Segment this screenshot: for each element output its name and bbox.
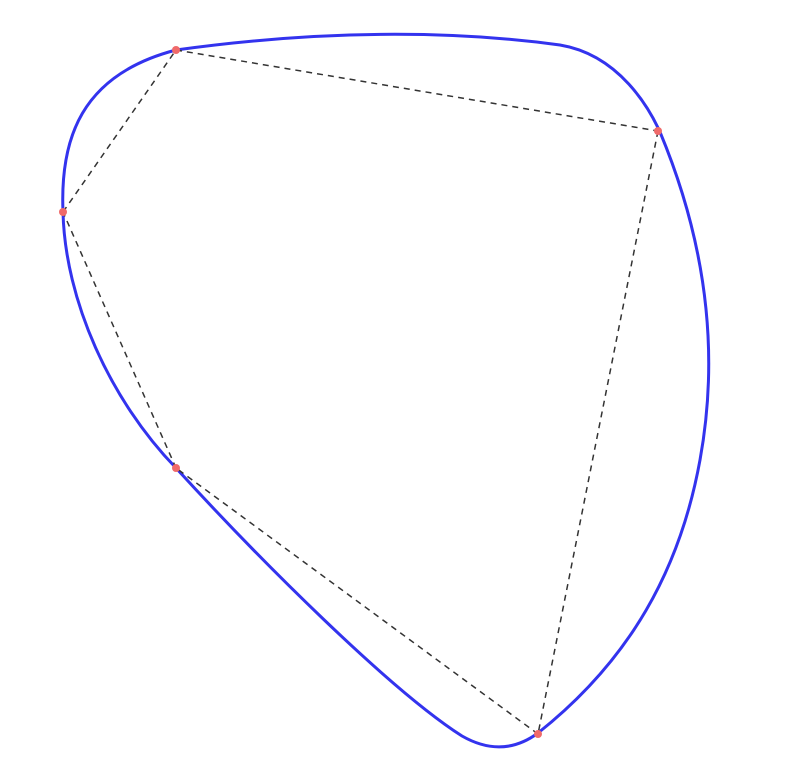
vertex-point: [654, 127, 662, 135]
vertex-point: [59, 208, 67, 216]
polygon-edge: [175, 49, 659, 132]
polygon-edge: [175, 467, 539, 735]
vertex-point: [172, 464, 180, 472]
vertex-point: [534, 730, 542, 738]
vertex-point: [172, 46, 180, 54]
polygon-edge: [537, 130, 659, 735]
closed-curve: [61, 32, 711, 749]
polygon-edge: [62, 211, 177, 469]
dashed-polygon: [62, 49, 659, 735]
polygon-vertices: [59, 46, 662, 738]
